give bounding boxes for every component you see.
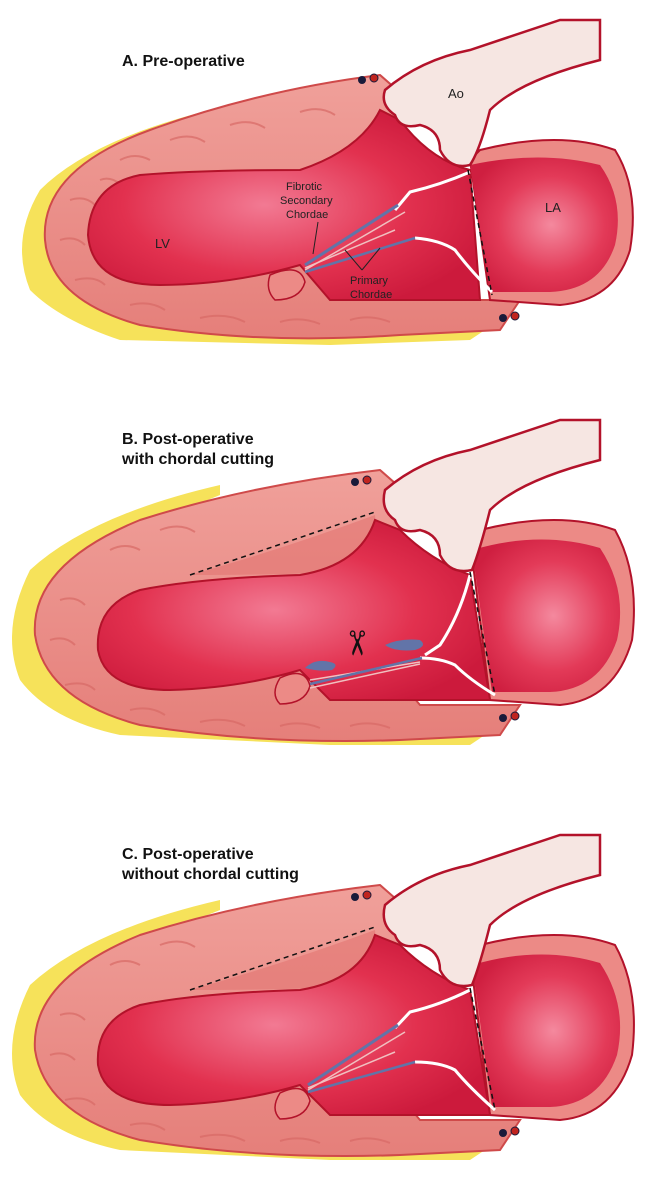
label-secondary-chordae-1: Fibrotic [286,181,323,193]
aorta [382,833,602,988]
panel-pre-operative: A. Pre-operative [0,0,645,400]
coronary-vessels [358,73,520,322]
cut-chordae-stump-right [385,639,424,651]
papillary-muscle [274,1087,311,1120]
scissors-icon: ✂ [337,629,375,658]
label-secondary-chordae-3: Chordae [286,209,328,221]
papillary-muscle [267,269,306,301]
posterior-leaflet [414,1060,496,1112]
chordae [304,203,416,274]
resection-line [189,926,376,991]
myocardium-texture [49,525,391,729]
mitral-annulus-line [469,987,496,1111]
posterior-leaflet [419,656,496,697]
heart-diagram: ✂ [12,418,635,745]
septal-shadow [190,515,380,575]
label-secondary-chordae-2: Secondary [280,195,333,207]
left-ventricle-cavity [96,518,492,701]
heart-diagram [12,833,635,1160]
mitral-annulus-line [467,169,493,296]
panel-title: B. Post-operative with chordal cutting [122,431,274,468]
left-atrium-cavity [472,954,621,1107]
left-atrium-cavity [472,539,621,692]
anterior-leaflet [393,988,471,1030]
chordae [307,1023,416,1094]
myocardium-texture [49,940,391,1144]
panel-title: A. Pre-operative [122,53,245,70]
pointer-primary-1 [344,249,363,271]
left-ventricle-cavity [96,933,492,1116]
label-la: LA [545,200,561,215]
papillary-muscle [274,672,311,705]
panel-post-operative-cutting: B. Post-operative with chordal cutting [0,400,645,800]
chordae [309,656,423,689]
left-atrium-cavity [470,157,618,292]
coronary-vessels [351,890,520,1137]
label-primary-chordae-2: Chordae [350,289,392,301]
panel-post-operative-no-cutting: C. Post-operative without chordal cuttin… [0,800,645,1200]
coronary-vessels [351,475,520,722]
posterior-leaflet [414,236,494,294]
aorta [382,418,602,573]
anterior-leaflet [393,170,471,211]
panel-title: C. Post-operative without chordal cuttin… [122,846,299,883]
label-ao: Ao [448,86,464,101]
label-lv: LV [155,236,170,251]
mitral-annulus-line [469,571,496,696]
anterior-leaflet [424,574,472,657]
heart-diagram: Ao LA LV Fibrotic Secondary Chordae Prim… [22,18,634,345]
aorta [382,18,602,168]
pointer-primary-2 [361,247,381,271]
septal-shadow [190,930,380,990]
resection-line [189,511,376,576]
label-primary-chordae-1: Primary [350,275,388,287]
pointer-secondary [312,221,319,255]
cut-chordae-stump-left [305,660,336,671]
